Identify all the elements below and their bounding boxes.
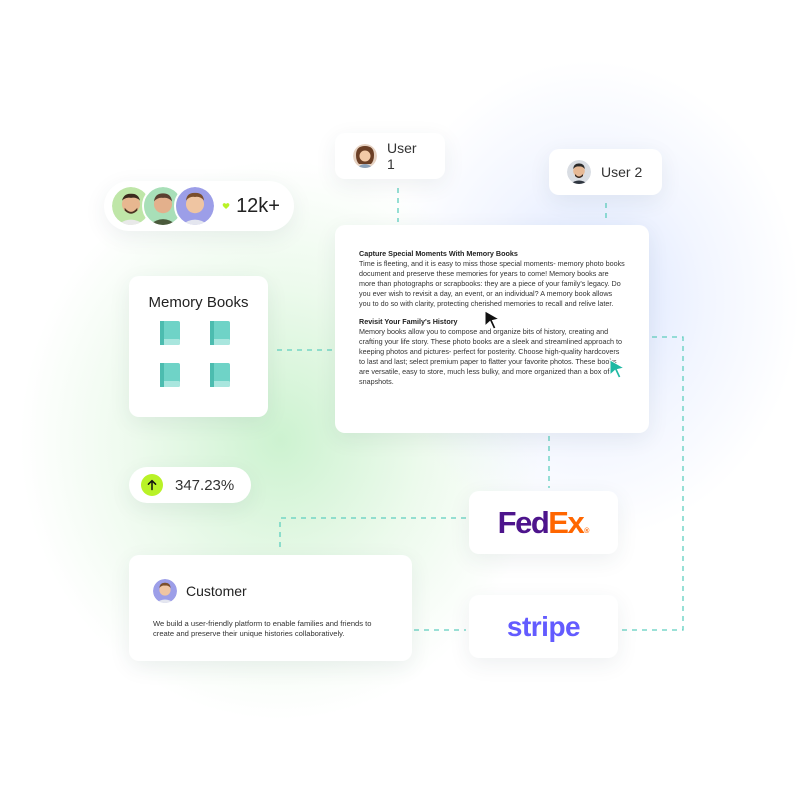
customer-header: Customer	[153, 579, 247, 603]
stripe-logo: stripe	[506, 610, 581, 642]
fedex-card[interactable]: FedEx®	[469, 491, 618, 554]
article-body-1: Time is fleeting, and it is easy to miss…	[359, 259, 625, 308]
memory-books-title: Memory Books	[148, 294, 249, 311]
growth-pill: 347.23%	[129, 467, 251, 503]
stripe-card[interactable]: stripe	[469, 595, 618, 658]
community-badge: 12k+	[104, 181, 294, 231]
customer-avatar	[153, 579, 177, 603]
cursor-icon	[609, 359, 626, 379]
growth-value: 347.23%	[175, 476, 235, 494]
fedex-logo: FedEx®	[497, 504, 590, 540]
customer-description: We build a user-friendly platform to ena…	[153, 619, 372, 638]
heart-icon	[222, 203, 230, 210]
article-heading-2: Revisit Your Family's History	[359, 317, 458, 326]
book-icon	[210, 321, 230, 345]
article-body-2: Memory books allow you to compose and or…	[359, 327, 623, 386]
user-2-avatar	[567, 160, 591, 184]
user-2-chip[interactable]: User 2	[549, 149, 662, 195]
customer-name: Customer	[186, 583, 247, 599]
user-1-name: User 1	[387, 140, 417, 172]
avatar-stack	[110, 185, 216, 227]
article-card[interactable]: Capture Special Moments With Memory Book…	[335, 225, 649, 433]
connector-article-stripe	[622, 336, 684, 631]
user-2-name: User 2	[601, 164, 643, 180]
book-icon	[160, 321, 180, 345]
customer-card[interactable]: Customer We build a user-friendly platfo…	[129, 555, 412, 661]
connector-fedex-customer	[279, 517, 466, 552]
arrow-up-icon	[141, 474, 163, 496]
community-avatar-3	[174, 185, 216, 227]
cursor-icon	[484, 310, 501, 330]
book-icon	[210, 363, 230, 387]
memory-books-card[interactable]: Memory Books	[129, 276, 268, 417]
community-count: 12k+	[236, 194, 280, 217]
user-1-avatar	[353, 144, 377, 168]
user-1-chip[interactable]: User 1	[335, 133, 445, 179]
book-icon	[160, 363, 180, 387]
article-heading-1: Capture Special Moments With Memory Book…	[359, 249, 518, 258]
